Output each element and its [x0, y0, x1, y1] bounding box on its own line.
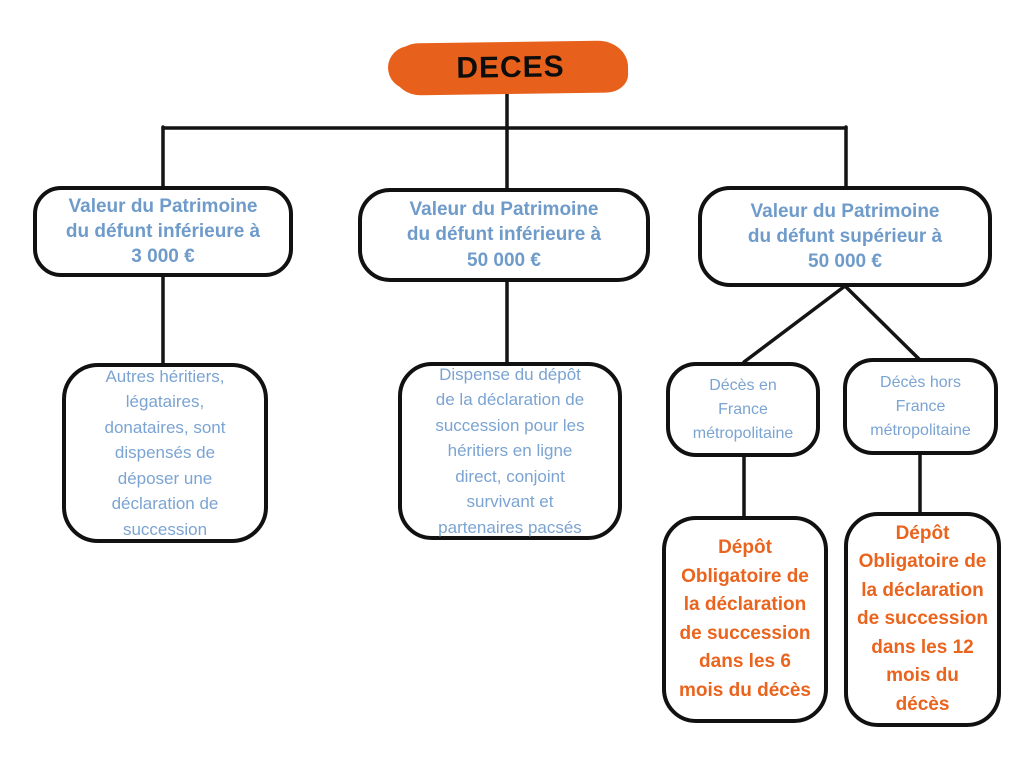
- node-label: Décès hors France métropolitaine: [870, 373, 971, 439]
- node-label: Dépôt Obligatoire de la déclaration de s…: [679, 537, 811, 701]
- node-deces-en-france: Décès en France métropolitaine: [666, 362, 820, 457]
- node-depot-obligatoire-6-mois: Dépôt Obligatoire de la déclaration de s…: [662, 516, 828, 723]
- node-depot-obligatoire-12-mois: Dépôt Obligatoire de la déclaration de s…: [844, 512, 1001, 727]
- node-label: Dispense du dépôt de la déclaration de s…: [435, 364, 585, 537]
- node-patrimoine-inferieur-3000: Valeur du Patrimoine du défunt inférieur…: [33, 186, 293, 277]
- root-node-deces: DECES: [392, 40, 629, 96]
- node-patrimoine-superieur-50000: Valeur du Patrimoine du défunt supérieur…: [698, 186, 992, 287]
- node-label: Valeur du Patrimoine du défunt inférieur…: [406, 199, 602, 271]
- node-label: Valeur du Patrimoine du défunt supérieur…: [747, 200, 943, 273]
- node-deces-hors-france: Décès hors France métropolitaine: [843, 358, 998, 455]
- node-label: Décès en France métropolitaine: [692, 376, 794, 442]
- root-node-label: DECES: [456, 50, 565, 85]
- node-dispense-autres-heritiers: Autres héritiers, légataires, donataires…: [62, 363, 268, 543]
- node-label: Dépôt Obligatoire de la déclaration de s…: [857, 522, 988, 715]
- node-label: Valeur du Patrimoine du défunt inférieur…: [65, 195, 261, 268]
- node-dispense-ligne-directe: Dispense du dépôt de la déclaration de s…: [398, 362, 622, 540]
- node-patrimoine-inferieur-50000: Valeur du Patrimoine du défunt inférieur…: [358, 188, 650, 282]
- node-label: Autres héritiers, légataires, donataires…: [104, 366, 226, 539]
